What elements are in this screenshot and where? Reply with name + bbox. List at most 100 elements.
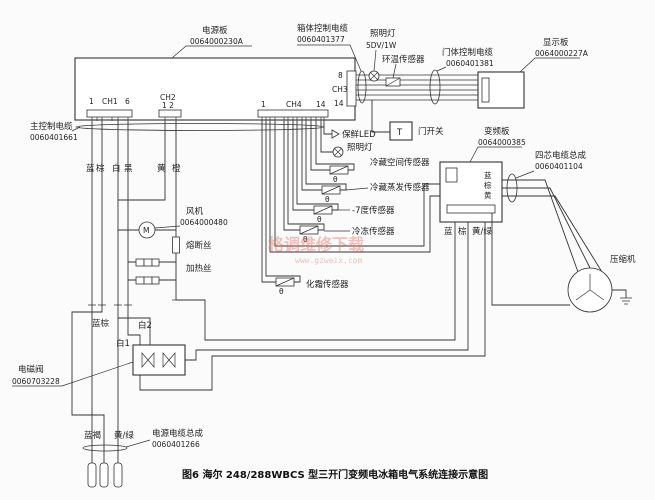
connector-pins xyxy=(91,117,325,121)
door-cable-code: 0060401381 xyxy=(446,59,494,68)
main-cable-code: 0060401661 xyxy=(30,133,78,142)
wire-sensor-3 xyxy=(292,121,339,211)
power-cable-code: 0060401266 xyxy=(152,440,200,449)
lamp-top-name: 照明灯 xyxy=(370,28,396,39)
wire-comp-3 xyxy=(502,195,603,273)
plug-color-yellow-green: 黄/绿 xyxy=(114,430,134,441)
sensor-5-symbol: θ xyxy=(279,287,284,296)
door-cable-name: 门体控制电缆 xyxy=(442,47,494,58)
inverter-bottom-yellow-green: 黄/绿 xyxy=(472,226,492,237)
label-white2: 白2 xyxy=(138,320,152,331)
ambient-sensor-slash xyxy=(385,77,401,87)
power-board-code: 0064000230A xyxy=(190,37,244,46)
sensor-2-symbol: θ xyxy=(325,195,330,204)
door-switch-icon xyxy=(389,121,413,141)
lower-wiring xyxy=(71,213,486,463)
display-connector xyxy=(481,77,490,103)
fan: M 风机 0064000480 xyxy=(138,206,228,239)
inverter-signal-connector xyxy=(445,167,458,183)
lamp-top-leader xyxy=(373,49,377,72)
door-switch-symbol: T xyxy=(396,128,403,138)
plug-pin-1 xyxy=(87,462,97,488)
valve-outline xyxy=(132,344,186,376)
wire-color-orange: 橙 xyxy=(172,163,181,174)
inverter-name: 变频板 xyxy=(484,126,510,137)
ch4-label: CH4 xyxy=(286,100,302,109)
wire-yellow xyxy=(118,121,166,201)
sensor-4-label: 冷冻传感器 xyxy=(352,226,395,237)
inverter-power-connector xyxy=(446,204,496,214)
fan-name: 风机 xyxy=(186,206,204,217)
heater-label: 加热丝 xyxy=(186,263,212,274)
ch3-pin-b: 14 xyxy=(334,99,344,108)
lamp-top-cross xyxy=(370,72,378,80)
power-board: 电源板 0064000230A 1 CH1 6 CH2 1 2 1 CH4 14… xyxy=(74,25,357,121)
wire-inverter-signal-1 xyxy=(269,121,440,253)
inverter-bottom-blue: 蓝 xyxy=(444,226,453,237)
heater-2a xyxy=(135,276,145,285)
ch4-connector xyxy=(257,109,329,118)
ch2-connector xyxy=(158,109,182,118)
sensor-5-label: 化霜传感器 xyxy=(306,279,349,290)
inverter-inner-yellow: 黄 xyxy=(484,190,492,200)
sensor-2-label: 冷藏蒸发传感器 xyxy=(370,182,430,193)
valve-code: 0060703228 xyxy=(12,377,60,386)
cabinet-cable-code: 0060401377 xyxy=(297,35,345,44)
inverter-leader xyxy=(469,146,522,163)
wire-valve-white2 xyxy=(117,305,151,345)
wire-comp-ground xyxy=(491,213,570,306)
door-switch-label: 门开关 xyxy=(418,126,444,137)
wire-sensor-4 xyxy=(283,121,325,231)
label-white1: 白1 xyxy=(116,338,130,349)
power-cable-leader xyxy=(125,439,151,448)
heater-1c xyxy=(151,258,160,267)
compressor-wiring: 四芯电缆总成 0060401104 压缩机 xyxy=(491,150,636,313)
ch1-label: CH1 xyxy=(102,97,118,106)
heater-2b xyxy=(143,276,153,285)
four-core-code: 0060401104 xyxy=(535,162,583,171)
wire-black xyxy=(127,121,136,281)
sensor-1-symbol: θ xyxy=(333,175,338,184)
ch3-label: CH3 xyxy=(332,85,348,94)
ambient-sensor-leader xyxy=(392,63,397,79)
valve-name: 电磁阀 xyxy=(18,364,44,375)
wire-mains-brown xyxy=(71,305,105,463)
wire-color-blue: 蓝 xyxy=(86,163,95,174)
wire-heater-return xyxy=(159,261,176,281)
fuse-icon xyxy=(172,236,180,254)
wire-color-white: 白 xyxy=(112,163,121,174)
display-leader xyxy=(519,57,580,73)
ch2-pins: 1 2 xyxy=(162,101,174,110)
route-inverter-brown xyxy=(185,213,469,361)
wire-sensor-1 xyxy=(310,121,355,171)
four-core-name: 四芯电缆总成 xyxy=(535,150,587,161)
ch4-wiring: 保鲜LED 照明灯 θ 冷藏空间传感器 θ 冷藏蒸发传感器 θ -7度传感器 θ… xyxy=(261,121,440,296)
valve-coil-2 xyxy=(162,352,176,368)
four-core-leader xyxy=(515,170,535,179)
compressor-windings xyxy=(575,274,605,301)
inverter-bottom-brown: 棕 xyxy=(458,226,467,237)
ground-wire xyxy=(612,289,627,298)
ch1-ch2-wires: 蓝 棕 白 黑 黄 橙 xyxy=(86,121,181,305)
ch3-pin-a: 8 xyxy=(338,71,343,80)
label-blue-brown: 蓝棕 xyxy=(92,318,110,329)
watermark-text: 格调维修下载 xyxy=(268,235,364,254)
ch4-pin-a: 1 xyxy=(261,100,266,109)
wire-color-brown: 棕 xyxy=(96,163,105,174)
inverter-inner-brown: 棕 xyxy=(484,180,492,190)
ch1-pin-a: 1 xyxy=(89,97,94,106)
fan-motor-icon xyxy=(138,221,156,239)
heater-2c xyxy=(151,276,160,285)
display-name: 显示板 xyxy=(543,37,569,48)
lamp-top-rating: 5DV/1W xyxy=(366,41,397,50)
valve-leader xyxy=(12,361,134,387)
door-switch: T 门开关 xyxy=(371,100,444,141)
fan-leader xyxy=(154,225,181,229)
ch3-connector xyxy=(346,70,357,107)
fan-code: 0064000480 xyxy=(180,218,228,227)
main-cable-bead xyxy=(75,123,325,131)
inverter-code: 0064000385 xyxy=(478,138,526,147)
sensor-5-slash xyxy=(275,277,295,287)
cabinet-cable-bead xyxy=(357,70,367,104)
